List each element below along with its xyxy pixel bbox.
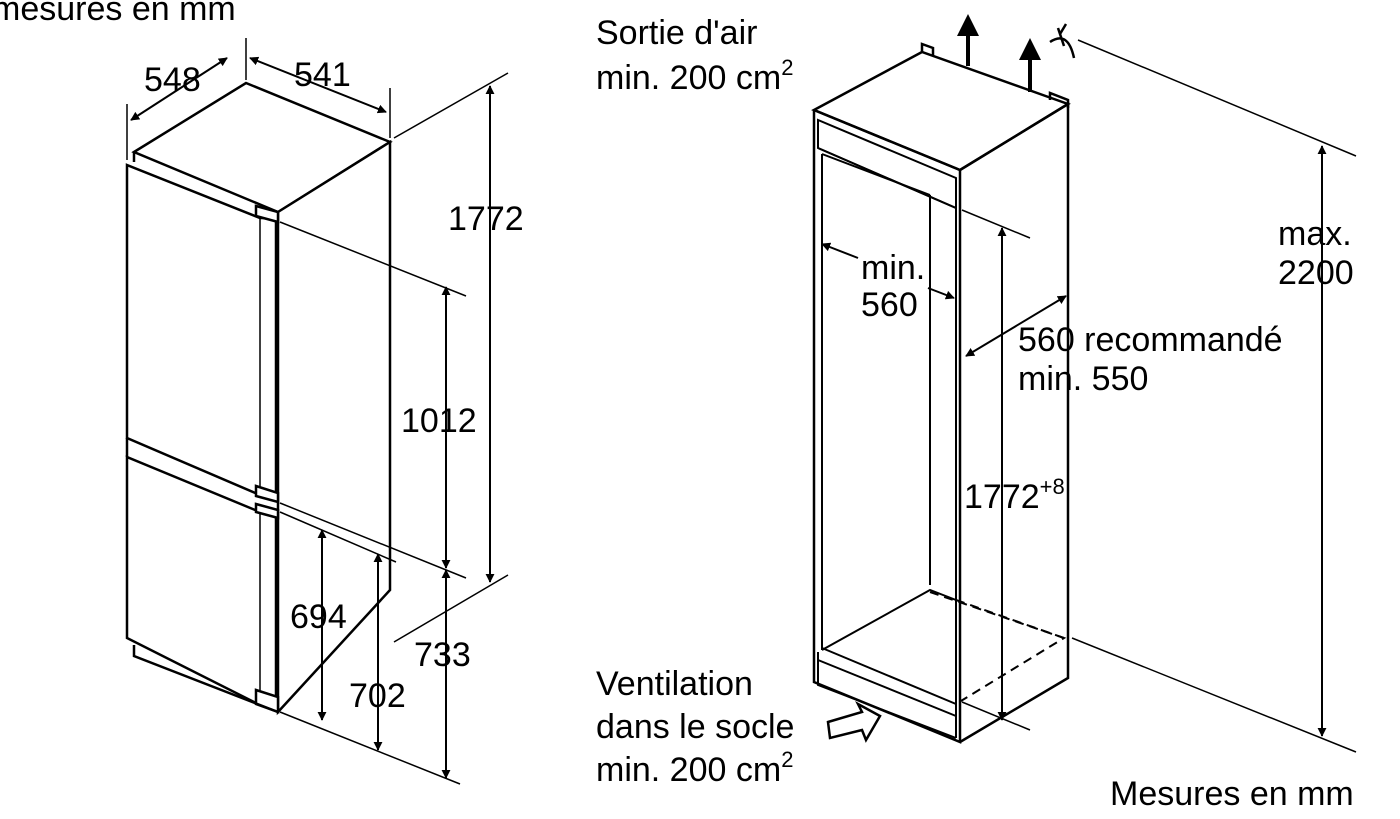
dim-lower-a-label: 694 [290,598,347,636]
dim-lower-b-label: 702 [349,677,406,715]
arrow-right-icon [826,700,882,743]
air-outlet-line2: min. 200 cm2 [596,55,793,97]
appliance-side-face [276,139,392,716]
niche-drawing [811,14,1357,753]
niche-width-line1: min. [861,249,925,287]
vent-line1: Ventilation [596,665,753,703]
vent-line3: min. 200 cm2 [596,747,793,789]
dim-width-label: 541 [294,56,351,94]
niche-height-label: 1772+8 [964,474,1065,516]
fan-icon [1049,23,1076,59]
niche-width-line2: 560 [861,286,918,324]
dim-depth-label: 548 [144,61,201,99]
arrow-up-icon [957,14,979,66]
max-height-line2: 2200 [1278,254,1354,292]
niche-depth-line2: min. 550 [1018,360,1148,398]
dim-upper-door-label: 1012 [401,402,477,440]
units-label-top: mesures en mm [0,0,236,28]
lower-door [125,455,278,707]
upper-door [125,163,278,497]
niche-depth-line1: 560 recommandé [1018,321,1283,359]
max-height-line1: max. [1278,215,1352,253]
dim-height-label: 1772 [448,200,524,238]
air-outlet-line1: Sortie d'air [596,14,757,52]
arrow-up-icon [1019,38,1041,92]
vent-line2: dans le socle [596,708,794,746]
appliance-drawing [125,38,509,785]
units-label-bottom: Mesures en mm [1110,775,1354,813]
dim-lower-section-label: 733 [414,636,471,674]
